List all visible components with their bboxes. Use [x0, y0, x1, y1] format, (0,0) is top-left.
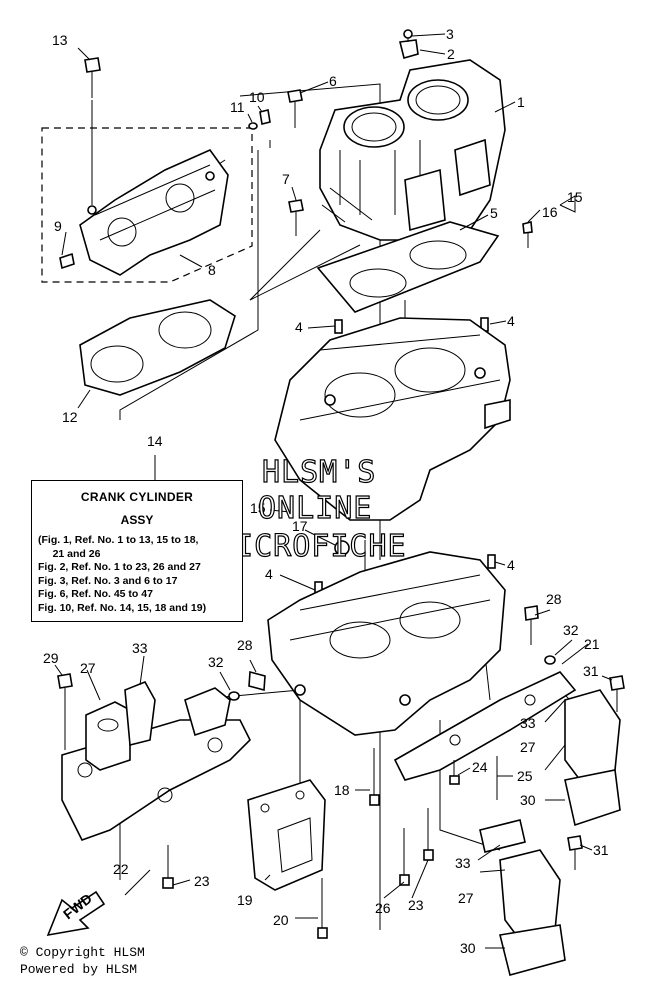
callout-16: 16: [542, 204, 558, 220]
callout-31-top: 31: [583, 663, 599, 679]
callout-9: 9: [54, 218, 62, 234]
callout-6: 6: [329, 73, 337, 89]
callout-26: 26: [375, 900, 391, 916]
head-cover-subassembly-box: [41, 127, 253, 283]
callout-25: 25: [517, 768, 533, 784]
callout-28-left: 28: [237, 637, 253, 653]
reference-line: (Fig. 1, Ref. No. 1 to 13, 15 to 18,: [38, 534, 199, 546]
callout-21: 21: [584, 636, 600, 652]
callout-13: 13: [52, 32, 68, 48]
callout-17: 17: [292, 518, 308, 534]
cylinder-head-gasket: [79, 299, 236, 396]
reference-line: Fig. 2, Ref. No. 1 to 23, 26 and 27: [38, 561, 201, 574]
callout-4-upper-left: 4: [295, 319, 303, 335]
powered-by-text: Powered by HLSM: [20, 962, 138, 977]
callout-3: 3: [446, 26, 454, 42]
left-fasteners: [57, 605, 556, 750]
callout-leaders: [54, 33, 613, 949]
watermark: HLSM'S ONLINE MICROFICHE: [215, 454, 407, 564]
bolt-13: [84, 57, 101, 98]
callout-23-left: 23: [194, 873, 210, 889]
engine-mount-right: [479, 689, 621, 976]
callout-18: 18: [334, 782, 350, 798]
callout-2: 2: [447, 46, 455, 62]
assembly-reference-box: CRANK CYLINDER ASSY (Fig. 1, Ref. No. 1 …: [31, 480, 243, 622]
head-cover: [59, 149, 229, 276]
callout-15-top: 15: [567, 189, 583, 205]
watermark-line-2: ONLINE: [258, 491, 372, 526]
callout-11: 11: [230, 99, 245, 115]
callout-4-lower-right: 4: [507, 557, 515, 573]
watermark-line-3: MICROFICHE: [216, 529, 407, 564]
callout-30-right: 30: [520, 792, 536, 808]
part-17: [334, 540, 350, 556]
watermark-line-1: HLSM'S: [262, 455, 376, 490]
bolts-31: [567, 675, 625, 870]
cylinder-base-gasket: [316, 221, 500, 313]
footer: © Copyright HLSM Powered by HLSM: [20, 944, 145, 978]
callout-1: 1: [517, 94, 525, 110]
reference-line: Fig. 6, Ref. No. 45 to 47: [38, 588, 153, 601]
studs-and-bolts: [162, 748, 498, 939]
callout-10: 10: [249, 89, 265, 105]
callout-20: 20: [273, 912, 289, 928]
callout-22: 22: [113, 861, 129, 877]
intake-manifold-19: [247, 779, 326, 891]
bolts-6-7: [287, 89, 304, 236]
callout-28-right: 28: [546, 591, 562, 607]
bracket-and-bolt-2-3: [399, 29, 419, 59]
callout-33-right: 33: [520, 715, 536, 731]
callout-29: 29: [43, 650, 59, 666]
callout-14: 14: [147, 433, 163, 449]
callout-27-left: 27: [80, 660, 96, 676]
callout-23-right: 23: [408, 897, 424, 913]
callout-15-mid: 15: [250, 500, 266, 516]
callout-7: 7: [282, 171, 290, 187]
upper-crankcase: [274, 317, 511, 521]
forward-direction-arrow: FWD: [46, 890, 106, 937]
callout-32-left: 32: [208, 654, 224, 670]
callout-32-right: 32: [563, 622, 579, 638]
assembly-title: CRANK CYLINDER: [80, 490, 194, 504]
callout-5: 5: [490, 205, 498, 221]
callout-12: 12: [62, 409, 78, 425]
callout-33-bottom: 33: [455, 855, 471, 871]
copyright-text: © Copyright HLSM: [20, 945, 145, 960]
assembly-reference-lines: (Fig. 1, Ref. No. 1 to 13, 15 to 18, 21 …: [38, 534, 206, 616]
lower-crankcase: [267, 551, 506, 736]
callout-27-bottom: 27: [458, 890, 474, 906]
callout-30-bottom: 30: [460, 940, 476, 956]
callout-4-upper-right: 4: [507, 313, 515, 329]
plug-and-washer-10-11: [248, 109, 271, 130]
reference-line: 21 and 26: [38, 547, 101, 560]
engine-mount-left: [85, 680, 231, 771]
reference-line: Fig. 10, Ref. No. 14, 15, 18 and 19): [38, 601, 207, 614]
reference-line: Fig. 3, Ref. No. 3 and 6 to 17: [38, 574, 178, 587]
cylinder-block: [319, 59, 506, 241]
callout-4-lower-left: 4: [265, 566, 273, 582]
callout-numbers: 3 2 1 6 10 11 13 7 5 16 15 9 8 4 4 12 14…: [43, 26, 609, 956]
assembly-subtitle: ASSY: [120, 513, 154, 527]
callout-27-right: 27: [520, 739, 536, 755]
callout-33-left: 33: [132, 640, 148, 656]
callout-24: 24: [472, 759, 488, 775]
callout-19: 19: [237, 892, 253, 908]
callout-8: 8: [208, 262, 216, 278]
callout-31-bottom: 31: [593, 842, 609, 858]
bolt-16: [522, 220, 533, 248]
mount-bracket-21: [393, 671, 577, 781]
